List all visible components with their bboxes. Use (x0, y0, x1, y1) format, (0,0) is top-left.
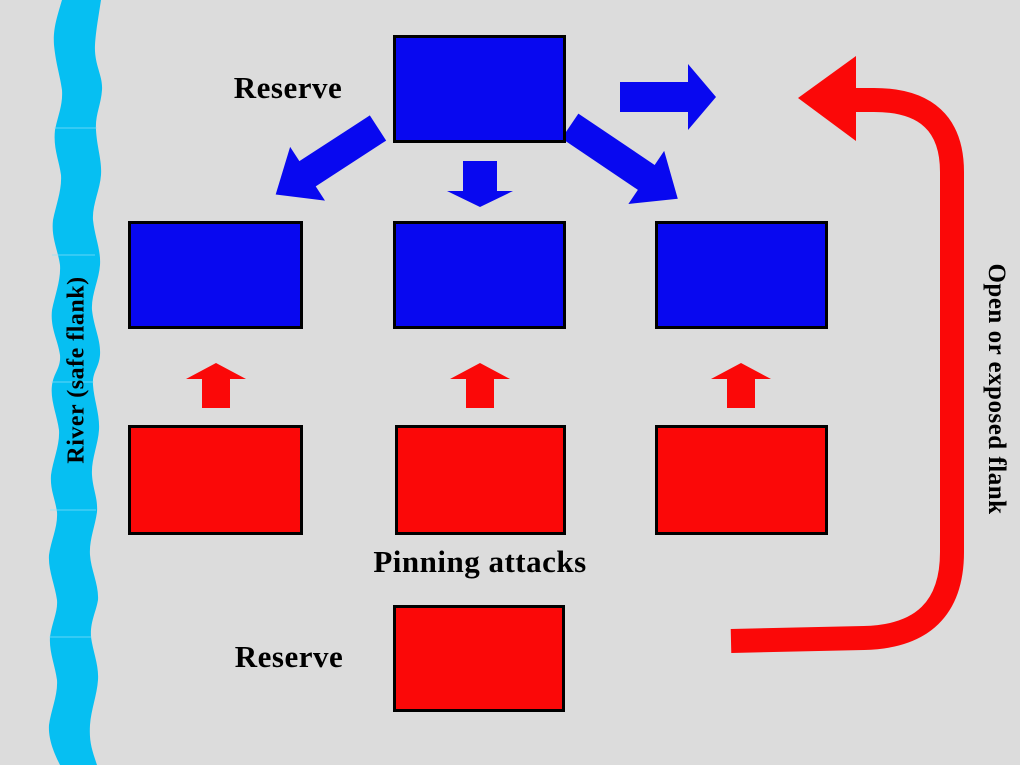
open-exposed-flank-label: Open or exposed flank (983, 263, 1010, 515)
pinning-arrow-center-icon (450, 363, 510, 408)
red-reserve-label: Reserve (234, 639, 344, 674)
blue-arrow-down-icon (447, 161, 513, 207)
red-line-left-box (128, 425, 303, 535)
pinning-attacks-label: Pinning attacks (373, 544, 587, 579)
blue-arrow-down-right-icon (561, 113, 678, 204)
blue-reserve-label: Reserve (233, 70, 343, 105)
pinning-arrow-left-icon (186, 363, 246, 408)
red-reserve-box (393, 605, 565, 712)
red-line-center-box (395, 425, 566, 535)
blue-line-left-box (128, 221, 303, 329)
blue-arrow-right-icon (620, 64, 716, 130)
blue-reserve-box (393, 35, 566, 143)
red-line-right-box (655, 425, 828, 535)
blue-line-center-box (393, 221, 566, 329)
blue-arrow-down-left-icon (275, 115, 387, 201)
river-safe-flank-label: River (safe flank) (63, 276, 90, 464)
flanking-arrow-head-icon (798, 56, 856, 141)
flanking-arrow-shaft (730, 88, 964, 653)
pinning-arrow-right-icon (711, 363, 771, 408)
blue-line-right-box (655, 221, 828, 329)
